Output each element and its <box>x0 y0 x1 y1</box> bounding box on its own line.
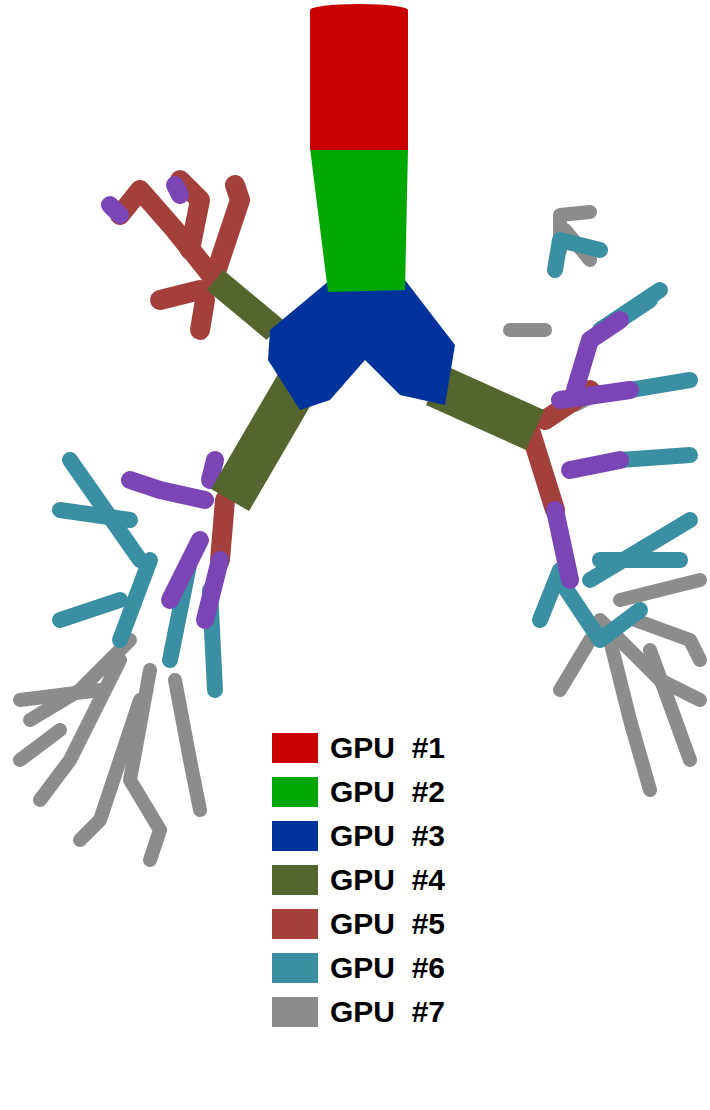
legend-row: GPU #4 <box>272 858 445 902</box>
legend-row: GPU #3 <box>272 814 445 858</box>
gpu3-region <box>268 280 455 410</box>
legend-text: GPU #5 <box>330 909 445 939</box>
legend-row: GPU #5 <box>272 902 445 946</box>
gpu4-upper <box>215 280 275 330</box>
legend-row: GPU #1 <box>272 726 445 770</box>
legend-swatch <box>272 777 318 807</box>
legend-row: GPU #7 <box>272 990 445 1034</box>
gpu2-region <box>310 148 408 292</box>
legend-text: GPU #4 <box>330 865 445 895</box>
legend-swatch <box>272 733 318 763</box>
legend-text: GPU #7 <box>330 997 445 1027</box>
gpu1-region <box>310 4 408 150</box>
legend-text: GPU #2 <box>330 777 445 807</box>
legend-swatch <box>272 953 318 983</box>
legend-text: GPU #3 <box>330 821 445 851</box>
legend-row: GPU #6 <box>272 946 445 990</box>
gpu4-region <box>230 380 535 500</box>
gpu6-region <box>60 240 690 690</box>
legend-swatch <box>272 909 318 939</box>
legend-row: GPU #2 <box>272 770 445 814</box>
legend-swatch <box>272 865 318 895</box>
gpu7-region <box>20 212 700 860</box>
legend-swatch <box>272 997 318 1027</box>
legend-swatch <box>272 821 318 851</box>
legend-text: GPU #1 <box>330 733 445 763</box>
legend-text: GPU #6 <box>330 953 445 983</box>
legend: GPU #1 GPU #2 GPU #3 GPU #4 GPU #5 GPU #6 GPU … <box>272 726 445 1034</box>
